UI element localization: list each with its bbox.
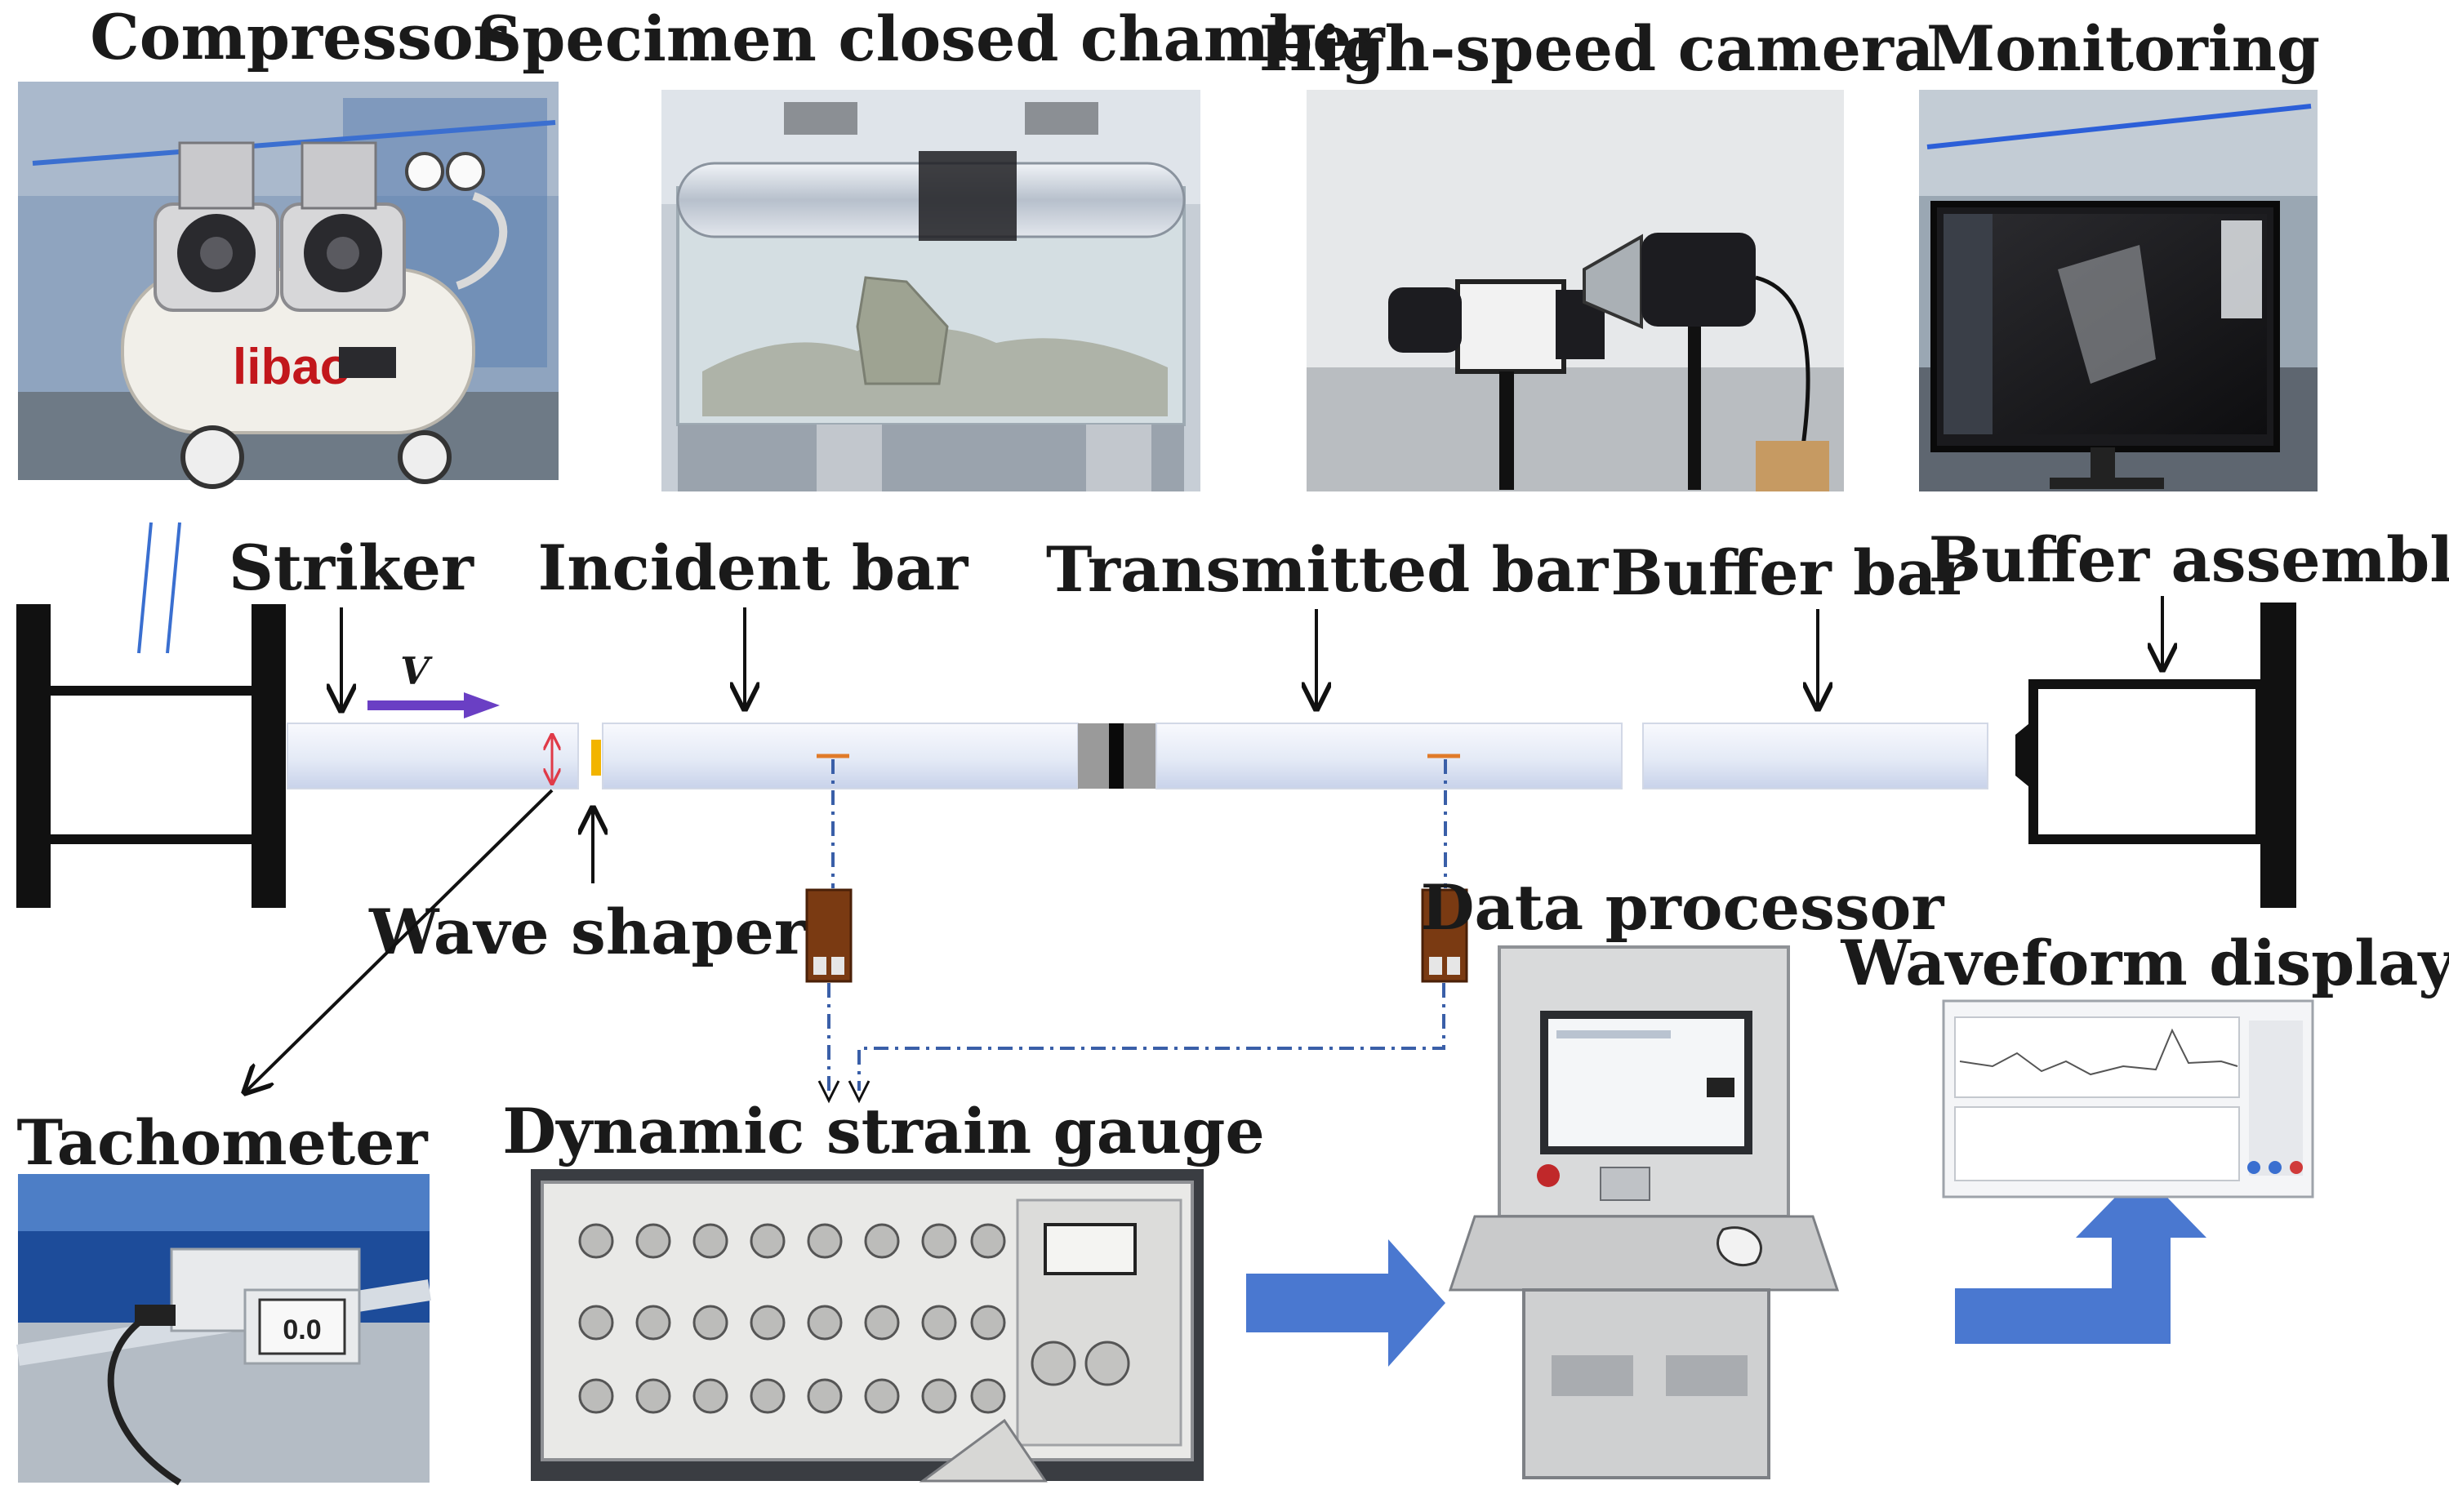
data-processor-label: Data processor: [1421, 871, 1945, 944]
transmitted-bar: [1155, 723, 1623, 789]
high-speed-camera-label: High-speed camera: [1259, 12, 1934, 85]
specimen-left-contact: [1078, 723, 1111, 789]
buffer-bar: [1642, 723, 1988, 789]
specimen-chamber-label: Specimen closed chamber: [477, 2, 1385, 75]
buffer-assembly-label: Buffer assembly: [1929, 523, 2449, 596]
dynamic-strain-gauge-label: Dynamic strain gauge: [502, 1095, 1265, 1167]
flow-arrow-to-waveform: [1955, 1171, 2206, 1344]
specimen-chamber-photo: [661, 90, 1200, 491]
striker-label: Striker: [229, 531, 474, 604]
velocity-arrow: V: [367, 649, 500, 718]
signal-arrowheads: [817, 1080, 871, 1104]
tachometer-readout: 0.0: [283, 1314, 321, 1345]
incident-bar-label: Incident bar: [538, 531, 969, 604]
compressor-photo: libao: [18, 82, 559, 489]
flow-arrow-to-processor: [1246, 1239, 1445, 1367]
pointer-arrows: [245, 596, 2162, 1092]
specimen: [1109, 723, 1125, 789]
incident-strain-gauge: [805, 888, 853, 983]
waveform-display-label: Waveform display: [1840, 927, 2449, 999]
signal-lines: [827, 759, 1447, 1091]
monitoring-label: Monitoring: [1926, 12, 2320, 85]
wave-shaper: [591, 740, 601, 776]
transmitted-strain-gauge: [1421, 888, 1468, 983]
waveform-display-photo: [1942, 999, 2314, 1198]
velocity-label: V: [400, 649, 433, 693]
launcher-frame: [16, 522, 286, 908]
specimen-right-contact: [1124, 723, 1156, 789]
striker-bar: [287, 723, 579, 789]
monitoring-photo: [1919, 90, 2318, 491]
buffer-assembly: [2015, 603, 2296, 908]
tachometer-label: Tachometer: [16, 1106, 428, 1179]
high-speed-camera-photo: [1307, 90, 1844, 491]
dynamic-strain-gauge-photo: [531, 1169, 1204, 1483]
data-processor-photo: [1448, 945, 1840, 1479]
compressor-brand: libao: [233, 339, 351, 395]
wave-shaper-label: Wave shaper: [368, 896, 808, 968]
compressor-label: Compressor: [90, 1, 506, 73]
channel-knobs: [578, 1223, 1006, 1414]
buffer-bar-label: Buffer bar: [1610, 536, 1970, 609]
transmitted-bar-label: Transmitted bar: [1046, 533, 1609, 606]
tachometer-photo: 0.0: [16, 1174, 432, 1486]
tachometer-pointer: [245, 789, 554, 1092]
